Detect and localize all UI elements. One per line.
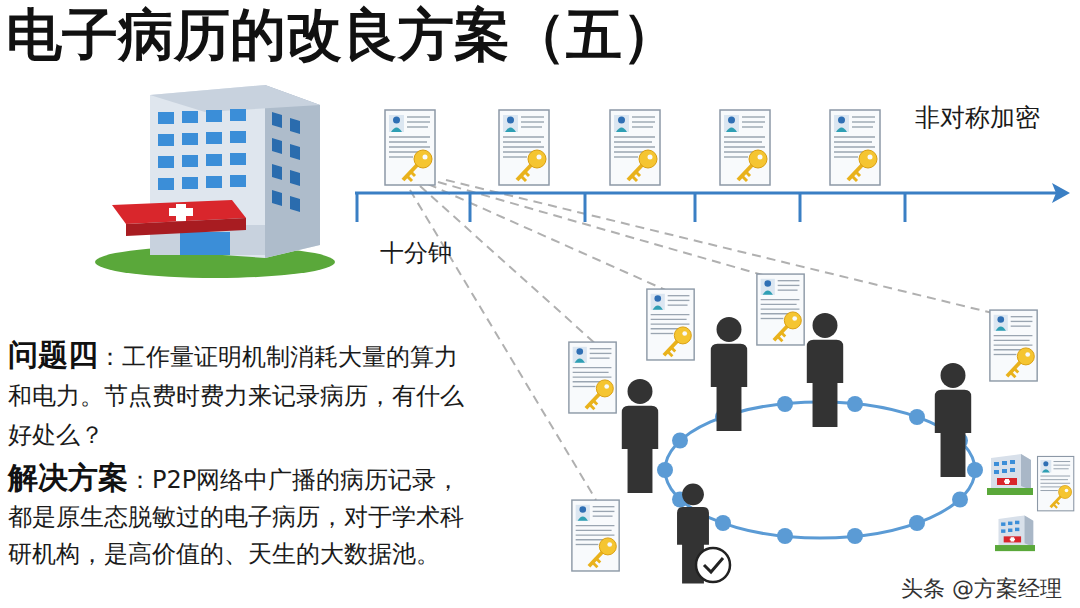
hospital-building — [95, 85, 335, 278]
problem-block: 问题四：工作量证明机制消耗大量的算力和电力。节点费时费力来记录病历，有什么好处么… — [8, 336, 478, 456]
clinic-icon — [987, 454, 1035, 551]
solution-block: 解决方案：P2P网络中广播的病历记录，都是原生态脱敏过的电子病历，对于学术科研机… — [8, 460, 478, 574]
encryption-label: 非对称加密 — [915, 102, 1040, 133]
problem-heading: 问题四 — [8, 337, 98, 372]
slide-title: 电子病历的改良方案（五） — [6, 0, 678, 70]
timeline — [355, 193, 1058, 222]
record-icon — [569, 274, 1074, 571]
record-icon — [385, 110, 880, 185]
watermark: 头条 @方案经理 — [897, 575, 1066, 603]
solution-heading: 解决方案 — [8, 460, 128, 495]
interval-label: 十分钟 — [380, 238, 452, 268]
timeline-arrowhead — [1052, 183, 1070, 203]
verified-badge — [696, 548, 730, 582]
broadcast-line — [410, 180, 1005, 500]
